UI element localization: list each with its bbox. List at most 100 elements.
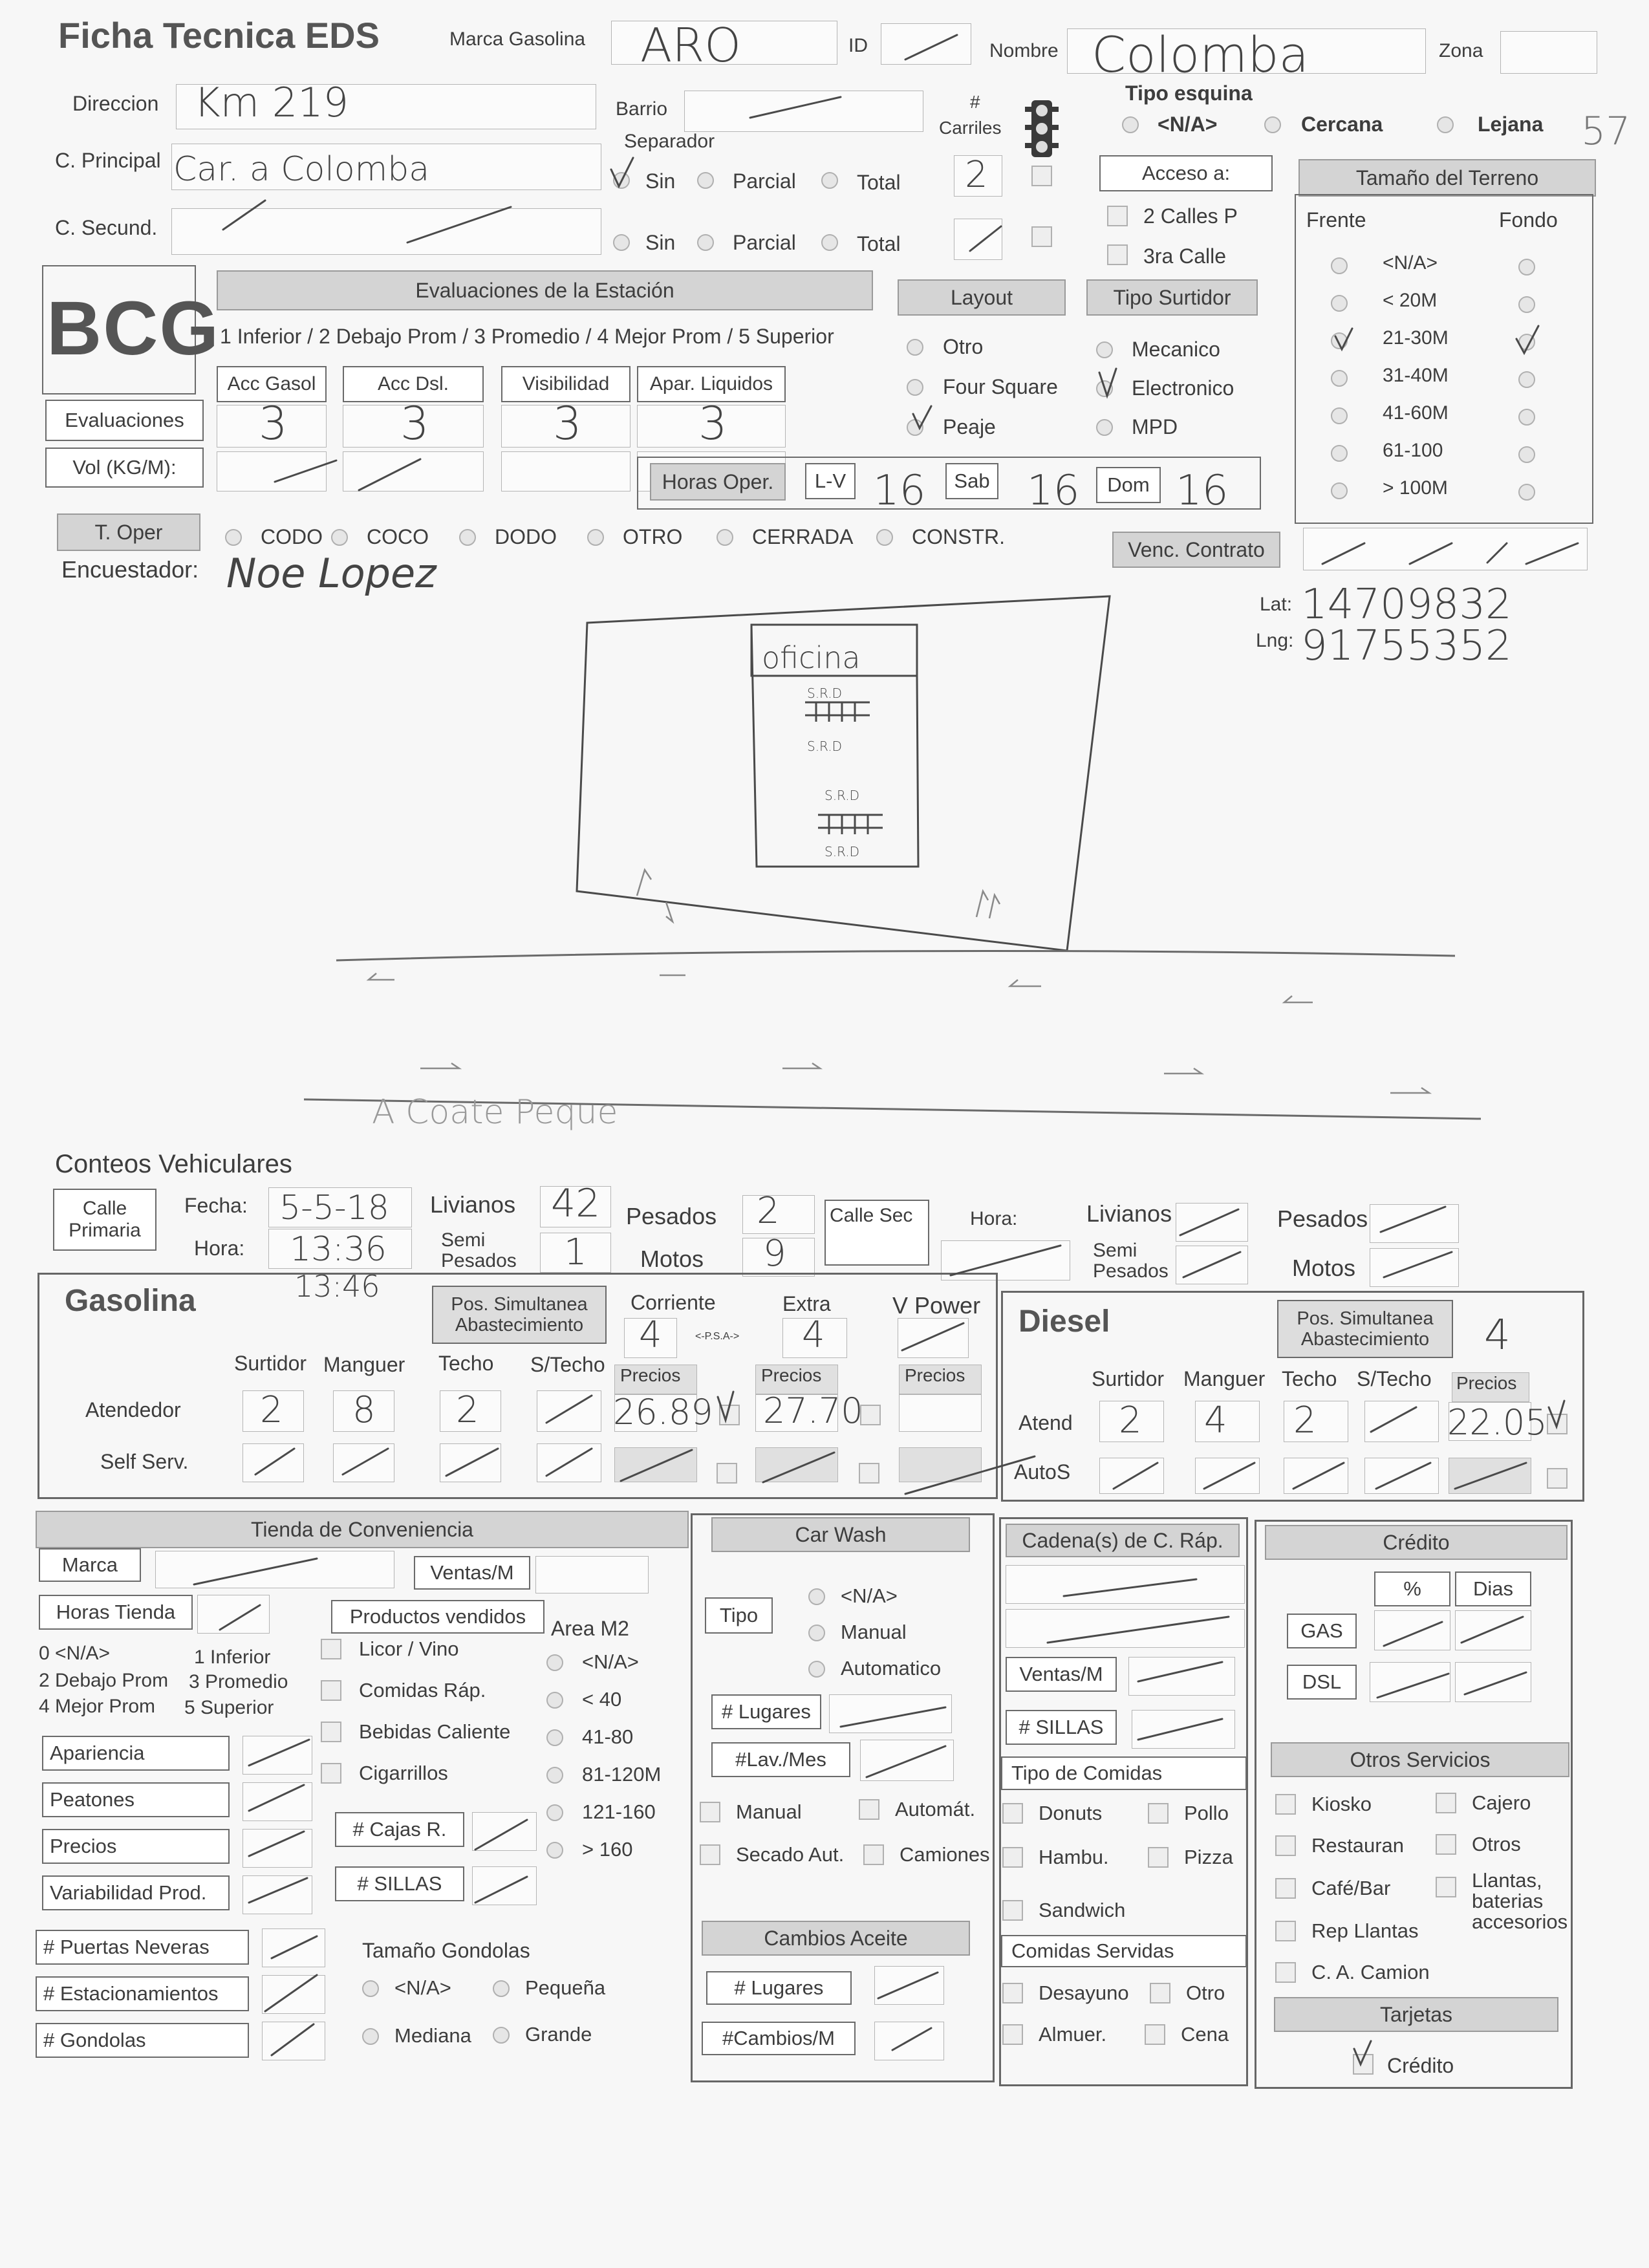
- carwash-check-0[interactable]: [700, 1802, 720, 1822]
- vol-field[interactable]: [217, 451, 327, 491]
- area-radio-4[interactable]: [546, 1804, 563, 1821]
- servida-check-3[interactable]: [1145, 2024, 1165, 2045]
- toper-radio-4[interactable]: [717, 529, 733, 546]
- g-precio-corriente-field[interactable]: [614, 1394, 697, 1432]
- g-self-check-1[interactable]: [717, 1463, 737, 1484]
- hora-field[interactable]: [268, 1229, 412, 1269]
- direccion-field[interactable]: [176, 84, 596, 129]
- credito-dsl-dias[interactable]: [1455, 1662, 1531, 1702]
- d-at-surtidor-field[interactable]: [1099, 1401, 1164, 1442]
- g-at-surtidor-field[interactable]: [242, 1390, 304, 1432]
- d-at-stecho-field[interactable]: [1364, 1401, 1439, 1442]
- toper-radio-5[interactable]: [876, 529, 893, 546]
- otro-servicio-check-7[interactable]: [1275, 1962, 1296, 1983]
- carwash-check-3[interactable]: [863, 1844, 884, 1865]
- otro-servicio-check-5[interactable]: [1436, 1877, 1456, 1897]
- marca-field[interactable]: [611, 21, 837, 65]
- frente-radio-1[interactable]: [1331, 295, 1348, 312]
- frente-radio-2[interactable]: [1331, 332, 1348, 349]
- g-precio-extra-field[interactable]: [755, 1394, 838, 1432]
- tienda-row-field[interactable]: [242, 1782, 312, 1821]
- fondo-radio-5[interactable]: [1518, 446, 1535, 463]
- fondo-radio-3[interactable]: [1518, 371, 1535, 388]
- eval-value-field[interactable]: [501, 405, 630, 448]
- otro-servicio-check-2[interactable]: [1275, 1835, 1296, 1856]
- cadena-field-2[interactable]: [1006, 1609, 1245, 1648]
- layout-radio-1[interactable]: [907, 379, 923, 396]
- servida-check-1[interactable]: [1150, 1983, 1170, 2003]
- acceso-3ra-check[interactable]: [1107, 244, 1128, 265]
- bottom-row-field[interactable]: [262, 1975, 325, 2014]
- corriente-field[interactable]: [624, 1318, 677, 1358]
- area-radio-2[interactable]: [546, 1729, 563, 1746]
- otro-servicio-check-1[interactable]: [1436, 1793, 1456, 1813]
- carriles-check-2[interactable]: [1031, 226, 1052, 247]
- surtidor-radio-2[interactable]: [1096, 419, 1113, 436]
- carwash-check-1[interactable]: [859, 1799, 879, 1820]
- otro-servicio-check-3[interactable]: [1436, 1834, 1456, 1855]
- pesados2-field[interactable]: [1370, 1204, 1459, 1243]
- d-at-manguer-field[interactable]: [1195, 1401, 1260, 1442]
- vol-field[interactable]: [343, 451, 484, 491]
- comida-check-1[interactable]: [1148, 1803, 1169, 1824]
- producto-check-1[interactable]: [321, 1680, 341, 1701]
- gondola-radio-1[interactable]: [493, 1980, 510, 1997]
- esquina-na-radio[interactable]: [1122, 116, 1139, 133]
- carwash-tipo-radio-0[interactable]: [808, 1588, 825, 1605]
- otro-servicio-check-4[interactable]: [1275, 1878, 1296, 1899]
- d-at-techo-field[interactable]: [1284, 1401, 1348, 1442]
- g-extra-check[interactable]: [860, 1405, 881, 1425]
- frente-radio-0[interactable]: [1331, 257, 1348, 274]
- toper-radio-0[interactable]: [225, 529, 242, 546]
- carwash-tipo-radio-1[interactable]: [808, 1625, 825, 1641]
- esquina-cercana-radio[interactable]: [1264, 116, 1281, 133]
- nombre-field[interactable]: [1067, 28, 1426, 74]
- layout-radio-0[interactable]: [907, 339, 923, 356]
- otro-servicio-check-6[interactable]: [1275, 1921, 1296, 1941]
- cadena-field-1[interactable]: [1006, 1565, 1245, 1604]
- servida-check-2[interactable]: [1002, 2024, 1023, 2045]
- fondo-radio-1[interactable]: [1518, 296, 1535, 313]
- producto-check-0[interactable]: [321, 1639, 341, 1659]
- area-radio-1[interactable]: [546, 1692, 563, 1709]
- d-precio-field[interactable]: [1449, 1402, 1531, 1441]
- servida-check-0[interactable]: [1002, 1983, 1023, 2003]
- comida-check-2[interactable]: [1002, 1847, 1023, 1868]
- g-at-manguer-field[interactable]: [333, 1390, 394, 1432]
- sep2-sin-radio[interactable]: [613, 234, 630, 251]
- g-self-check-2[interactable]: [859, 1463, 879, 1484]
- pesados-field[interactable]: [742, 1195, 815, 1234]
- sep2-total-radio[interactable]: [821, 234, 838, 251]
- sep1-total-radio[interactable]: [821, 172, 838, 189]
- fondo-radio-4[interactable]: [1518, 409, 1535, 426]
- frente-radio-3[interactable]: [1331, 370, 1348, 387]
- gondola-radio-2[interactable]: [362, 2028, 379, 2045]
- vol-field[interactable]: [501, 451, 630, 491]
- carriles-field-2[interactable]: [954, 219, 1002, 260]
- fondo-radio-6[interactable]: [1518, 484, 1535, 501]
- g-precio-vpower-field[interactable]: [899, 1394, 982, 1432]
- eval-value-field[interactable]: [217, 405, 327, 448]
- carwash-tipo-radio-2[interactable]: [808, 1661, 825, 1678]
- tienda-row-field[interactable]: [242, 1875, 312, 1914]
- tienda-ventas-field[interactable]: [535, 1556, 649, 1593]
- c-principal-field[interactable]: [171, 144, 601, 190]
- g-self-precio-2[interactable]: [755, 1447, 838, 1482]
- extra-field[interactable]: [782, 1318, 847, 1358]
- eval-value-field[interactable]: [637, 405, 786, 448]
- fondo-radio-0[interactable]: [1518, 259, 1535, 275]
- surtidor-radio-0[interactable]: [1096, 341, 1113, 358]
- toper-radio-2[interactable]: [459, 529, 476, 546]
- area-radio-0[interactable]: [546, 1654, 563, 1671]
- fecha-field[interactable]: [268, 1187, 412, 1227]
- g-at-techo-field[interactable]: [440, 1390, 501, 1432]
- tienda-row-field[interactable]: [242, 1829, 312, 1868]
- vpower-field[interactable]: [898, 1318, 969, 1358]
- motos-field[interactable]: [742, 1238, 815, 1277]
- semi-field[interactable]: [540, 1233, 611, 1273]
- producto-check-2[interactable]: [321, 1722, 341, 1742]
- tienda-horas-field[interactable]: [197, 1595, 270, 1634]
- zona-field[interactable]: [1500, 31, 1597, 74]
- esquina-lejana-radio[interactable]: [1437, 116, 1454, 133]
- id-field[interactable]: [881, 23, 971, 65]
